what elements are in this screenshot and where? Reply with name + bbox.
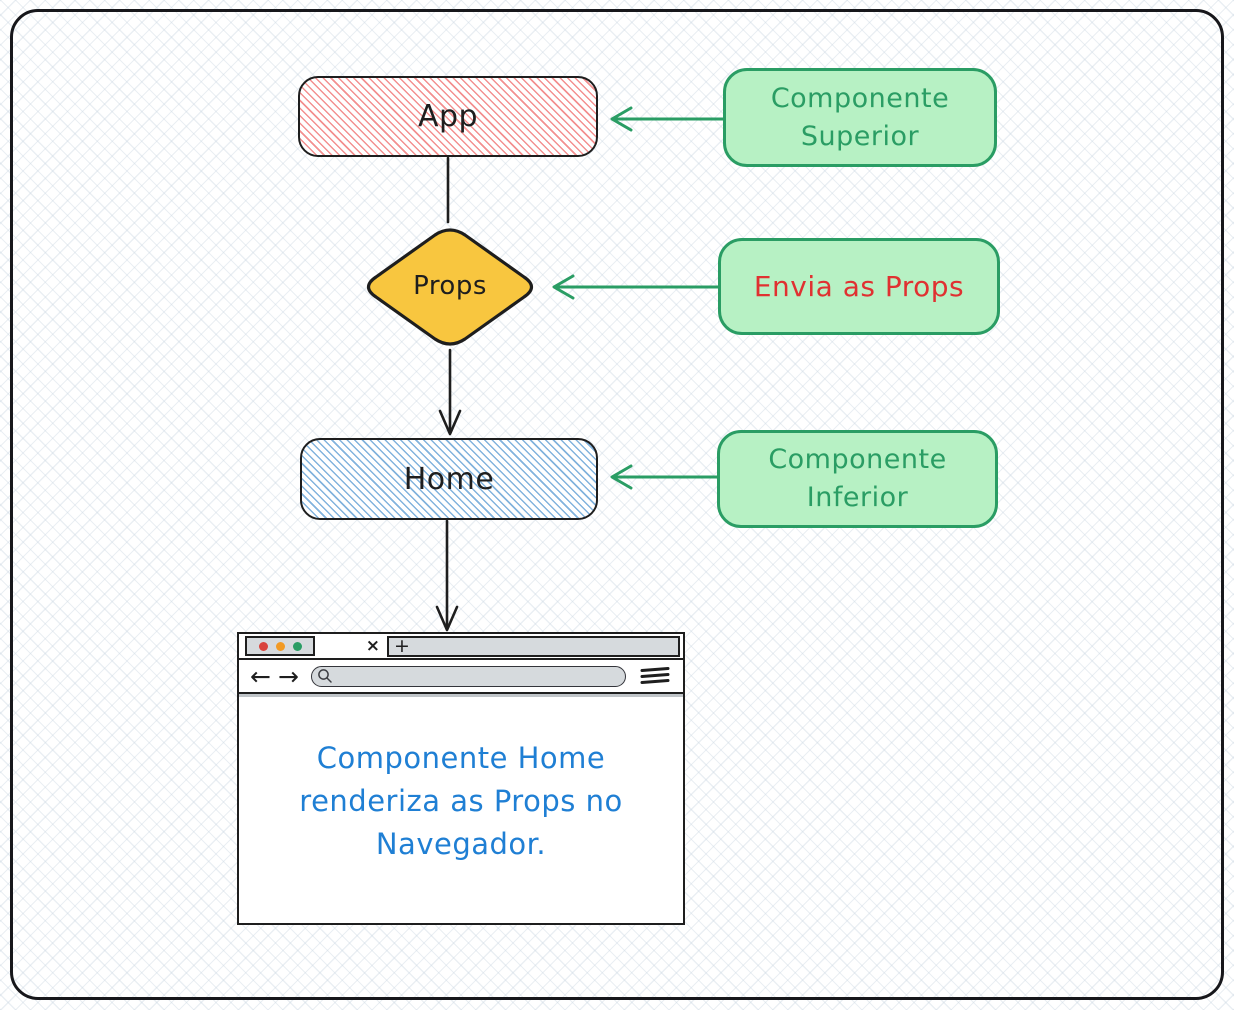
node-app: App (298, 76, 598, 157)
browser-content: Componente Home renderiza as Props no Na… (239, 697, 683, 866)
annotation-componente-inferior: Componente Inferior (717, 430, 998, 528)
canvas-frame (10, 9, 1224, 1000)
node-props-diamond (366, 228, 534, 346)
browser-window: × + ← → Componente Home renderiza as Pro… (237, 632, 685, 925)
node-home-label: Home (403, 461, 495, 497)
arrowhead-home-browser (435, 605, 459, 632)
traffic-light-green-icon (292, 641, 302, 651)
arrowhead-annotation-inferior (610, 464, 633, 490)
nav-bar-shadow (239, 694, 683, 697)
annotation-envia-as-props: Envia as Props (718, 238, 1000, 335)
forward-icon: → (277, 661, 299, 691)
arrowhead-props-home (438, 409, 462, 436)
arrowhead-annotation-superior (610, 106, 633, 132)
window-controls (245, 636, 315, 656)
annotation-line: Envia as Props (753, 269, 965, 303)
browser-tab-bar: × + (239, 634, 683, 660)
menu-icon (640, 667, 670, 684)
browser-new-tab-area: + (387, 634, 680, 657)
annotation-line: Componente (770, 82, 950, 114)
annotation-line: Inferior (806, 482, 909, 513)
new-tab-icon: + (394, 634, 410, 657)
browser-active-tab: × (315, 634, 387, 658)
content-text-line: Componente Home (316, 741, 606, 775)
content-text-line: renderiza as Props no (299, 784, 623, 818)
traffic-light-red-icon (258, 641, 268, 651)
annotation-line: Componente (768, 444, 947, 475)
node-props-label: Props (413, 271, 487, 301)
node-app-label: App (417, 99, 479, 134)
back-icon: ← (250, 661, 271, 691)
arrowhead-annotation-envia (552, 274, 575, 300)
node-home: Home (300, 438, 598, 520)
tab-close-icon: × (365, 636, 380, 656)
address-bar (310, 665, 626, 687)
annotation-componente-superior: Componente Superior (723, 68, 997, 167)
content-text-line: Navegador. (375, 827, 547, 861)
annotation-line: Superior (800, 120, 920, 152)
search-icon (318, 669, 332, 683)
traffic-light-orange-icon (275, 641, 285, 651)
browser-nav-bar: ← → (239, 660, 683, 694)
